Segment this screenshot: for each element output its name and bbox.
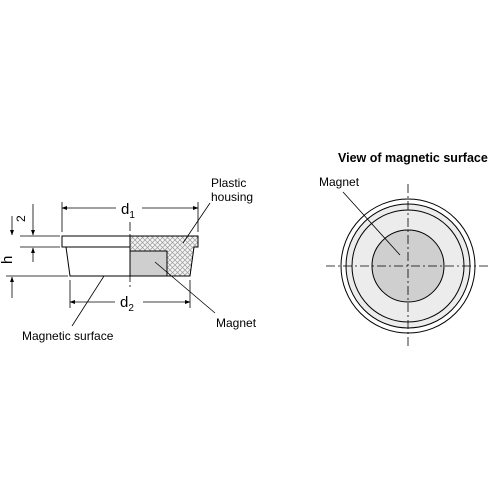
magnet-section <box>129 250 168 277</box>
svg-text:h: h <box>0 256 16 264</box>
label-magnet-right: Magnet <box>319 175 360 189</box>
svg-text:2: 2 <box>14 215 28 222</box>
label-magnetic-surface: Magnetic surface <box>22 329 114 343</box>
leader-plastic-housing <box>182 202 211 244</box>
label-plastic: Plastic <box>211 176 246 190</box>
dimension-d2: d2 <box>69 280 191 314</box>
svg-text:d1: d1 <box>121 201 135 221</box>
housing-outline-left <box>61 235 131 277</box>
magnetic-surface-view <box>326 184 490 348</box>
dimension-flange-thickness: 2 <box>14 204 60 262</box>
dimension-d1: d1 <box>61 201 199 232</box>
label-magnet-left: Magnet <box>216 316 257 330</box>
leader-magnet-right <box>342 191 401 256</box>
svg-text:d2: d2 <box>120 294 134 314</box>
dimension-h: h <box>0 216 68 298</box>
view-title: View of magnetic surface <box>338 151 488 165</box>
leader-magnet-left <box>154 261 216 314</box>
leader-magnetic-surface <box>71 275 105 327</box>
side-section-view: d1 d2 2 h <box>0 201 216 327</box>
label-housing: housing <box>211 190 253 204</box>
